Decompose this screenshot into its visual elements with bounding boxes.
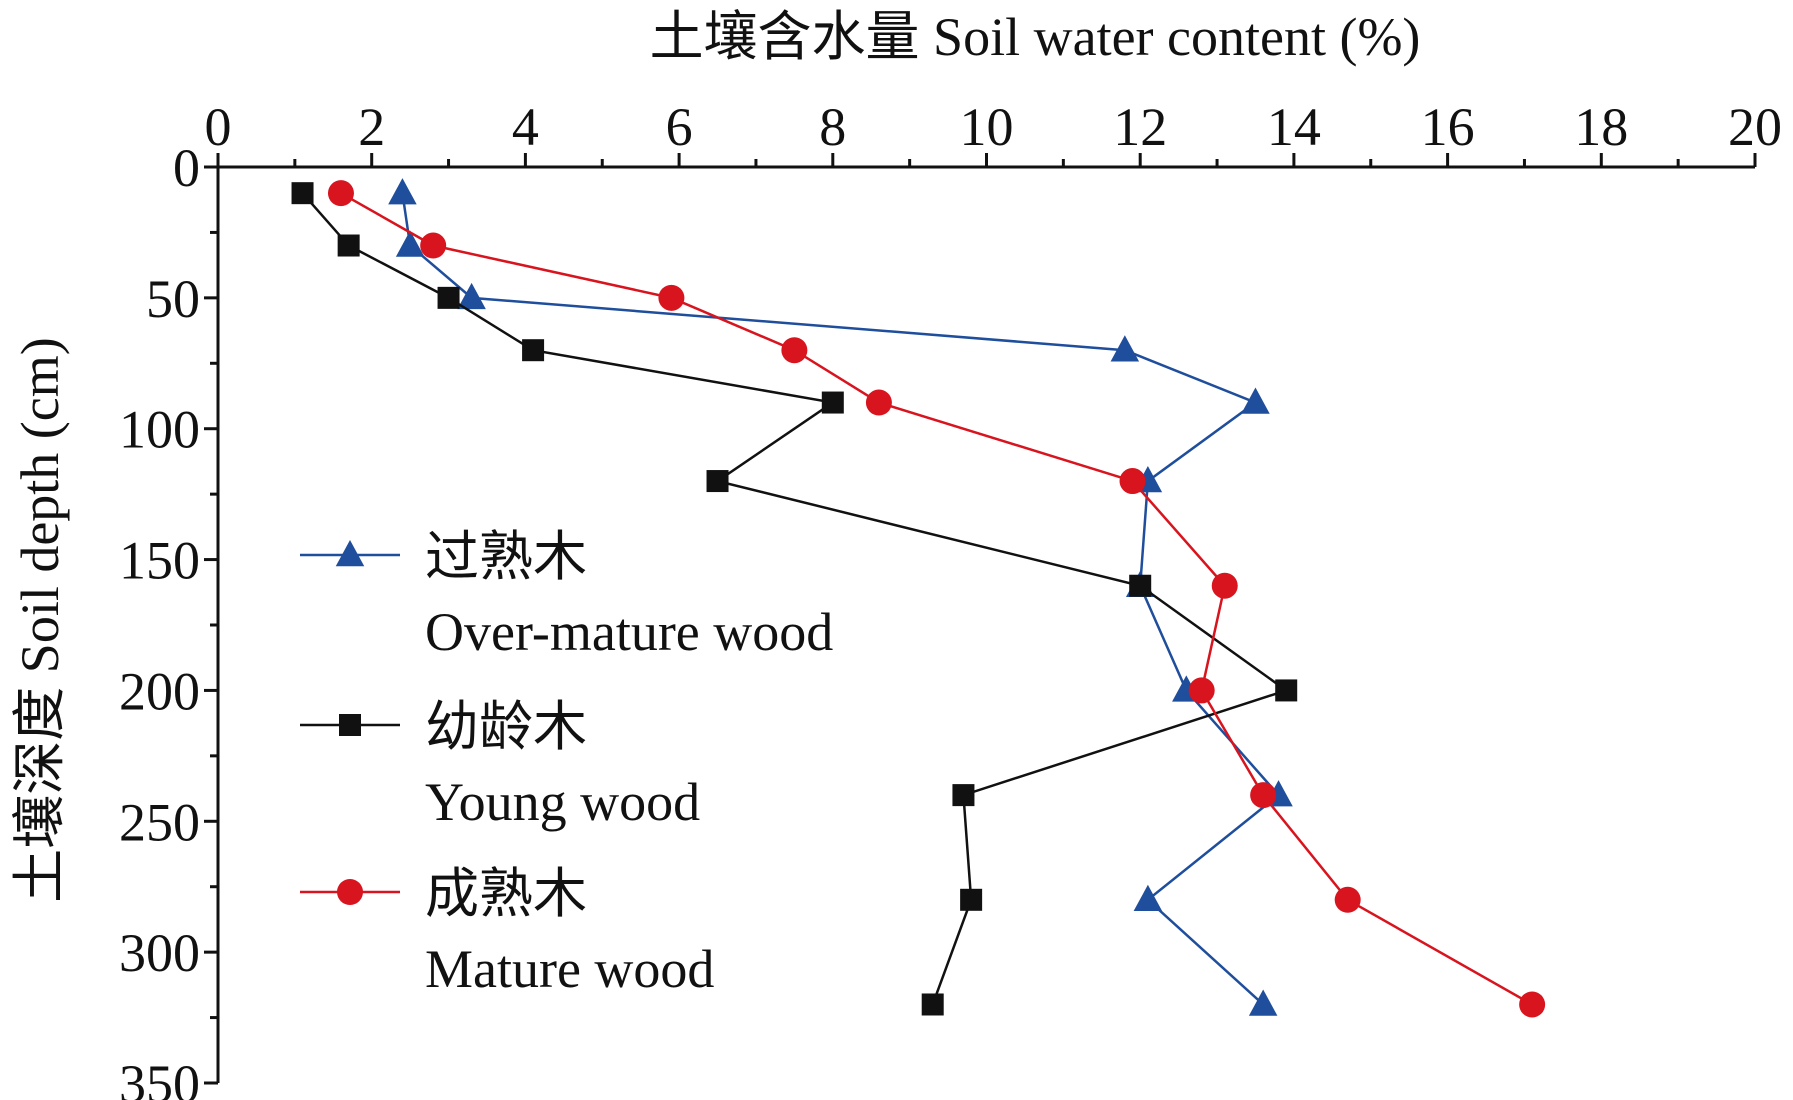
data-point (1119, 468, 1146, 495)
y-tick-label: 250 (119, 792, 200, 852)
data-point (960, 888, 983, 911)
data-point (437, 286, 460, 309)
legend-item-mature: 成熟木 Mature wood (300, 864, 714, 999)
series-young (291, 182, 1298, 1016)
x-tick-label: 14 (1267, 97, 1321, 157)
x-tick-label: 0 (205, 97, 232, 157)
series-mature (327, 180, 1546, 1018)
data-point (522, 339, 545, 362)
x-tick-label: 8 (819, 97, 846, 157)
data-point (457, 282, 486, 310)
data-point (388, 178, 417, 205)
x-tick-label: 6 (666, 97, 693, 157)
data-point (1211, 572, 1238, 599)
data-point (952, 784, 975, 807)
x-tick-label: 12 (1113, 97, 1167, 157)
legend-label-en: Young wood (425, 772, 700, 832)
data-point (1241, 387, 1270, 414)
legend-label-en: Mature wood (425, 939, 714, 999)
y-tick-label: 150 (119, 531, 200, 591)
y-tick-label: 0 (173, 138, 200, 198)
x-tick-label: 4 (512, 97, 539, 157)
x-axis-title: 土壤含水量 Soil water content (%) (650, 7, 1421, 67)
data-point (658, 284, 685, 311)
x-tick-label: 20 (1728, 97, 1782, 157)
data-point (1188, 677, 1215, 704)
data-point (420, 232, 447, 259)
y-axis-title: 土壤深度 Soil depth (cm) (10, 337, 70, 902)
data-point (1250, 782, 1277, 809)
data-point (327, 180, 354, 207)
data-point (921, 993, 944, 1016)
y-tick-label: 100 (119, 400, 200, 460)
data-point (1110, 335, 1140, 362)
data-point (781, 337, 808, 364)
y-ticks: 0 50 100 150 200 250 300 350 (119, 138, 218, 1100)
legend-item-young: 幼龄木 Young wood (300, 697, 700, 832)
legend-item-over-mature: 过熟木 Over-mature wood (300, 527, 833, 662)
x-tick-label: 10 (960, 97, 1014, 157)
y-tick-label: 300 (119, 923, 200, 983)
legend-label-zh: 幼龄木 (425, 697, 587, 757)
y-tick-label: 50 (146, 269, 200, 329)
x-tick-label: 16 (1421, 97, 1475, 157)
data-point (1248, 989, 1278, 1016)
data-point (395, 230, 425, 257)
data-point (1129, 574, 1152, 597)
data-point (1519, 991, 1546, 1018)
y-tick-label: 200 (119, 661, 200, 721)
x-tick-label: 18 (1574, 97, 1628, 157)
data-point (1133, 884, 1163, 912)
data-point (337, 234, 360, 257)
x-tick-label: 2 (358, 97, 385, 157)
series-layer (291, 178, 1546, 1018)
data-point (1334, 886, 1361, 913)
legend-marker (335, 540, 365, 567)
legend-label-zh: 成熟木 (425, 864, 587, 924)
legend-label-zh: 过熟木 (425, 527, 587, 587)
legend-label-en: Over-mature wood (425, 602, 833, 662)
data-point (865, 389, 892, 416)
legend: 过熟木 Over-mature wood 幼龄木 Young wood 成熟木 Matur… (300, 527, 833, 999)
data-point (1275, 679, 1298, 702)
data-point (291, 182, 314, 205)
y-tick-label: 350 (119, 1054, 200, 1100)
data-point (821, 391, 844, 414)
legend-marker (339, 714, 361, 736)
data-point (706, 470, 729, 493)
legend-marker (337, 879, 363, 905)
x-ticks: 0 2 4 6 8 10 12 14 16 18 20 (205, 97, 1782, 167)
